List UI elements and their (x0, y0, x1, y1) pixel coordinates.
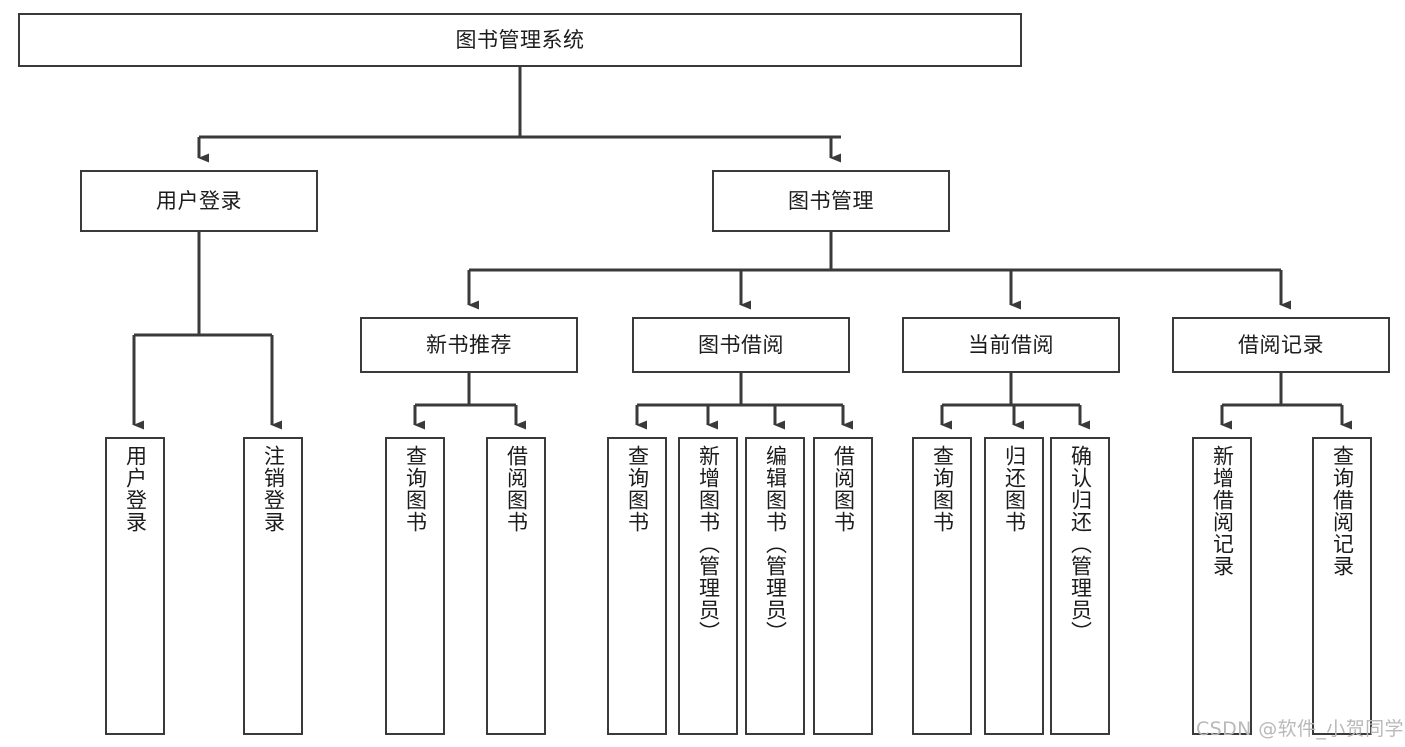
leaf-user-login[interactable]: 用户登录 (105, 437, 165, 735)
node-new-book-recommend-label: 新书推荐 (426, 332, 512, 357)
csdn-watermark: CSDN @软件_小贺同学 (1196, 718, 1404, 740)
leaf-query-book-borrow-label: 查询图书 (625, 445, 650, 533)
node-new-book-recommend[interactable]: 新书推荐 (360, 317, 578, 373)
node-borrow-record-label: 借阅记录 (1238, 332, 1324, 357)
node-user-login[interactable]: 用户登录 (80, 170, 318, 232)
leaf-add-book-admin-label: 新增图书（管理员） (696, 445, 721, 643)
leaf-user-login-label: 用户登录 (123, 445, 148, 533)
node-current-borrow-label: 当前借阅 (968, 332, 1054, 357)
leaf-logout-label: 注销登录 (261, 445, 286, 533)
leaf-query-book-current-label: 查询图书 (930, 445, 955, 533)
leaf-query-book-borrow[interactable]: 查询图书 (607, 437, 667, 735)
leaf-confirm-return-admin[interactable]: 确认归还（管理员） (1050, 437, 1110, 735)
leaf-query-borrow-record[interactable]: 查询借阅记录 (1312, 437, 1372, 735)
node-current-borrow[interactable]: 当前借阅 (902, 317, 1120, 373)
leaf-borrow-book[interactable]: 借阅图书 (813, 437, 873, 735)
leaf-query-book-current[interactable]: 查询图书 (912, 437, 972, 735)
node-book-borrow-label: 图书借阅 (698, 332, 784, 357)
leaf-edit-book-admin-label: 编辑图书（管理员） (763, 445, 788, 643)
leaf-query-borrow-record-label: 查询借阅记录 (1330, 445, 1355, 577)
leaf-borrow-book-label: 借阅图书 (831, 445, 856, 533)
node-book-management-label: 图书管理 (788, 188, 874, 213)
leaf-add-book-admin[interactable]: 新增图书（管理员） (678, 437, 738, 735)
node-user-login-label: 用户登录 (156, 188, 242, 213)
leaf-add-borrow-record[interactable]: 新增借阅记录 (1192, 437, 1252, 735)
leaf-return-book[interactable]: 归还图书 (984, 437, 1044, 735)
leaf-logout[interactable]: 注销登录 (243, 437, 303, 735)
node-borrow-record[interactable]: 借阅记录 (1172, 317, 1390, 373)
leaf-borrow-book-recommend[interactable]: 借阅图书 (486, 437, 546, 735)
node-book-borrow[interactable]: 图书借阅 (632, 317, 850, 373)
leaf-edit-book-admin[interactable]: 编辑图书（管理员） (745, 437, 805, 735)
leaf-add-borrow-record-label: 新增借阅记录 (1210, 445, 1235, 577)
leaf-borrow-book-recommend-label: 借阅图书 (504, 445, 529, 533)
leaf-query-book-recommend-label: 查询图书 (403, 445, 428, 533)
node-book-management[interactable]: 图书管理 (712, 170, 950, 232)
leaf-return-book-label: 归还图书 (1002, 445, 1027, 533)
node-root-label: 图书管理系统 (455, 27, 585, 52)
leaf-query-book-recommend[interactable]: 查询图书 (385, 437, 445, 735)
node-root[interactable]: 图书管理系统 (18, 13, 1022, 67)
leaf-confirm-return-admin-label: 确认归还（管理员） (1068, 445, 1093, 643)
